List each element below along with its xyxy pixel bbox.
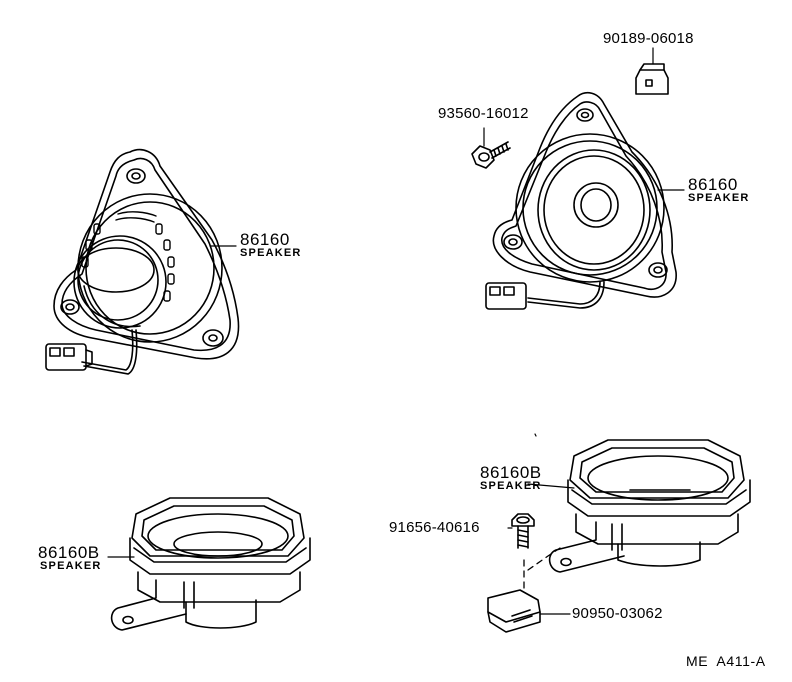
part-number-86160b-right: 86160B (480, 463, 542, 482)
speaker-label-left: SPEAKER (240, 247, 302, 259)
speaker-86160-right (485, 91, 677, 310)
speaker-86160b-left (110, 497, 311, 631)
clip-nut-90189 (635, 63, 669, 95)
speaker-label-b-right: SPEAKER (480, 480, 542, 492)
screw-93560 (471, 141, 511, 169)
part-number-93560: 93560-16012 (438, 105, 529, 122)
alignment-dashed-line (523, 547, 561, 591)
speaker-86160-left (45, 148, 240, 375)
diagram-code: ME A411-A (686, 653, 766, 669)
stray-mark (534, 433, 537, 437)
speaker-label-right: SPEAKER (688, 192, 750, 204)
part-number-86160-left: 86160 (240, 230, 290, 249)
speaker-label-b-left: SPEAKER (40, 560, 102, 572)
part-number-90950: 90950-03062 (572, 605, 663, 622)
part-number-86160-right: 86160 (688, 175, 738, 194)
leader-lines (107, 47, 685, 615)
part-number-91656: 91656-40616 (389, 519, 480, 536)
clip-90950 (487, 589, 541, 633)
bolt-91656 (511, 513, 535, 549)
part-number-90189: 90189-06018 (603, 30, 694, 47)
part-number-86160b-left: 86160B (38, 543, 100, 562)
speaker-86160b-right (548, 439, 751, 573)
